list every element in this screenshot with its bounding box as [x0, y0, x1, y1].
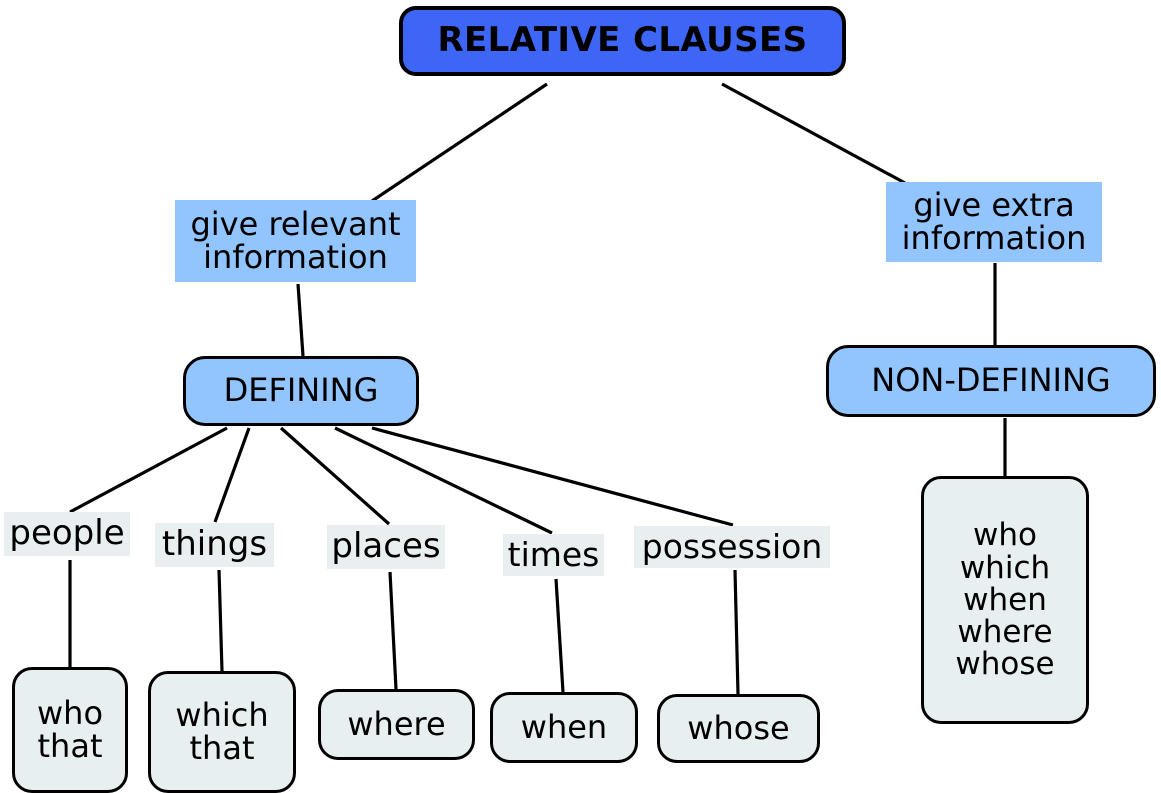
edge-defining-to-possession: [371, 426, 734, 527]
edge-root-to-give-extra-information: [721, 82, 906, 185]
node-give-relevant-information: give relevant information: [175, 200, 416, 282]
edge-things-to-which-that: [217, 569, 224, 672]
edge-root-to-give-relevant-information: [371, 82, 548, 203]
edge-defining-to-things: [213, 427, 251, 523]
edge-give-relevant-information-to-defining: [296, 283, 305, 357]
edge-places-to-where: [388, 571, 398, 690]
node-which-that: which that: [148, 671, 296, 793]
edge-possession-to-whose: [733, 569, 740, 695]
node-defining: DEFINING: [183, 356, 419, 426]
node-when: when: [490, 692, 638, 763]
node-root: RELATIVE CLAUSES: [399, 6, 846, 76]
node-non-defining-pronouns: who which when where whose: [921, 476, 1089, 724]
node-times: times: [503, 534, 604, 576]
node-who-that: who that: [12, 667, 128, 793]
node-possession: possession: [634, 526, 830, 568]
node-people: people: [4, 512, 130, 556]
node-where: where: [318, 689, 475, 760]
node-whose: whose: [657, 694, 820, 763]
edge-defining-to-times: [334, 426, 553, 535]
edge-defining-to-places: [279, 426, 391, 526]
edge-defining-to-people: [69, 426, 228, 514]
node-give-extra-information: give extra information: [886, 182, 1102, 262]
node-non-defining: NON-DEFINING: [826, 345, 1156, 417]
node-things: things: [155, 523, 274, 567]
node-places: places: [327, 525, 445, 569]
edge-times-to-when: [554, 578, 565, 693]
